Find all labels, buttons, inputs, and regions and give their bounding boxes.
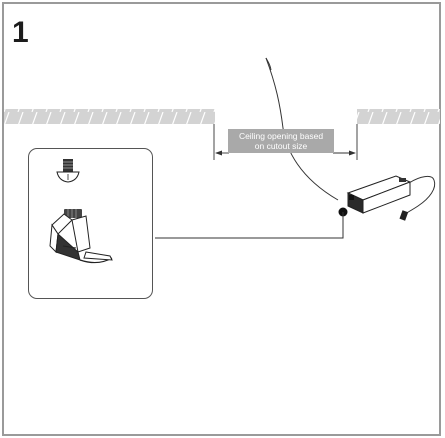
output-wire xyxy=(404,175,436,215)
spring-clip-icon xyxy=(48,208,113,263)
label-line-1: Ceiling opening based xyxy=(238,131,324,141)
connector-icon xyxy=(399,210,409,221)
driver-icon xyxy=(346,175,412,214)
ceiling-left xyxy=(4,109,215,124)
ceiling-opening-label: Ceiling opening based on cutout size xyxy=(228,129,334,153)
leader-line xyxy=(155,212,344,239)
ceiling-right xyxy=(357,109,440,124)
screw-icon xyxy=(55,158,80,183)
label-line-2: on cutout size xyxy=(254,141,308,151)
dimension-line xyxy=(213,124,358,160)
callout-box xyxy=(28,148,153,299)
supply-wire xyxy=(265,57,339,201)
step-number: 1 xyxy=(12,16,29,49)
